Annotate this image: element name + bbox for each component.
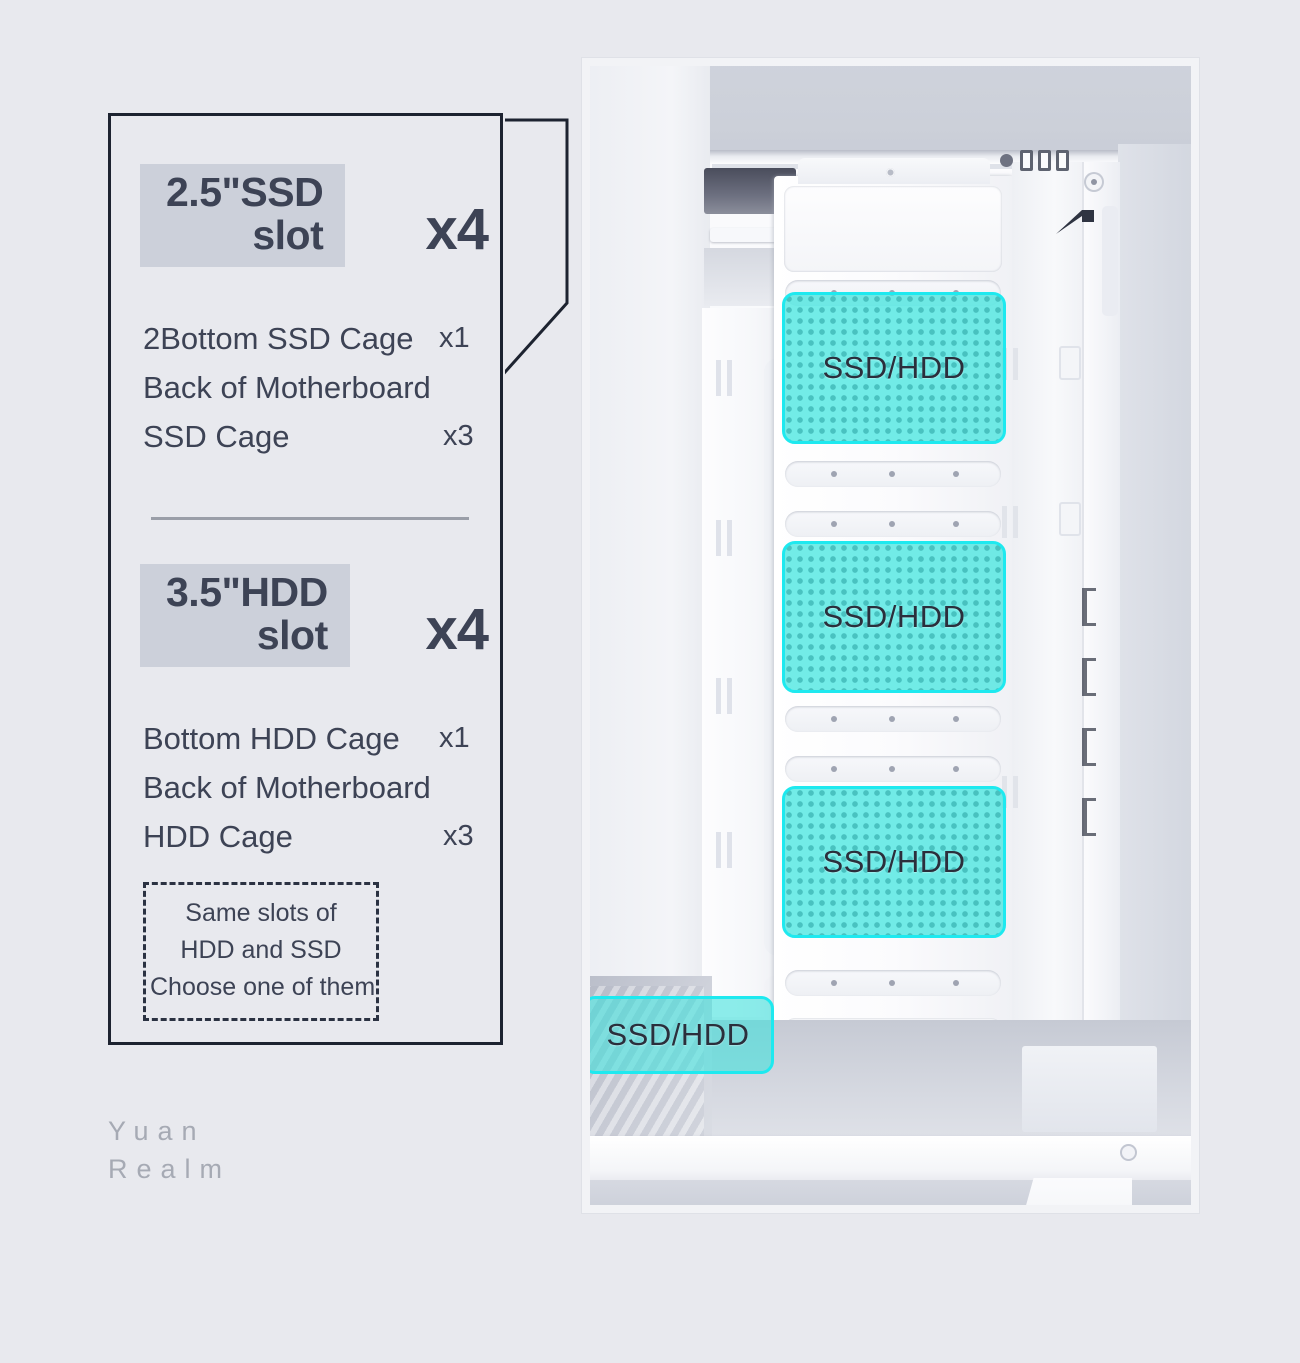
choose-one-note: Same slots of HDD and SSD Choose one of … bbox=[143, 882, 379, 1021]
ssd-hdd-highlight-label: SSD/HDD bbox=[822, 844, 966, 879]
watermark-line1: Yuan bbox=[108, 1116, 206, 1146]
hdd-slot-group: 3.5"HDD slot x4 Bottom HDD Cage x1 Back … bbox=[111, 564, 500, 854]
ssd-detail-list: 2Bottom SSD Cage x1 Back of Motherboard … bbox=[143, 314, 490, 461]
rear-clip bbox=[1059, 502, 1081, 536]
hdd-detail-row: Back of Motherboard bbox=[143, 763, 490, 812]
ssd-badge-line2: slot bbox=[252, 212, 324, 259]
hdd-slot-header: 3.5"HDD slot x4 bbox=[111, 564, 500, 690]
tray-mount-slot bbox=[785, 511, 1001, 537]
ssd-detail-count: x1 bbox=[439, 322, 470, 354]
psu-shroud-plate bbox=[1022, 1046, 1157, 1132]
note-line: Same slots of bbox=[185, 899, 337, 927]
ssd-detail-row: Back of Motherboard bbox=[143, 363, 490, 412]
expansion-bracket-icon bbox=[1082, 728, 1096, 766]
tray-mount-slot bbox=[785, 970, 1001, 996]
ssd-slot-group: 2.5"SSD slot x4 2Bottom SSD Cage x1 Back… bbox=[111, 164, 500, 454]
hdd-detail-label: HDD Cage bbox=[143, 819, 293, 854]
hdd-detail-label: Back of Motherboard bbox=[143, 770, 431, 805]
rear-tab bbox=[1102, 206, 1118, 316]
pc-case-photo: SSD/HDD SSD/HDD SSD/HDD SSD/HDD bbox=[582, 58, 1199, 1213]
tray-mount-slot bbox=[785, 756, 1001, 782]
note-line: Choose one of them bbox=[150, 973, 376, 1001]
ssd-detail-row: SSD Cage x3 bbox=[143, 412, 490, 461]
rear-screw-icon bbox=[1084, 172, 1104, 192]
expansion-bracket-icon bbox=[1082, 798, 1096, 836]
cable-tie-slot-icon bbox=[716, 520, 732, 556]
hdd-slot-badge: 3.5"HDD slot bbox=[140, 564, 350, 668]
ssd-slot-badge: 2.5"SSD slot bbox=[140, 164, 346, 268]
watermark: Yuan Realm bbox=[108, 1112, 231, 1188]
hdd-badge-line2: slot bbox=[256, 612, 328, 659]
ssd-slot-quantity: x4 bbox=[425, 197, 489, 262]
case-floor bbox=[582, 1136, 1199, 1186]
floor-screw-icon bbox=[1120, 1144, 1137, 1161]
ssd-hdd-highlight-2: SSD/HDD bbox=[782, 541, 1006, 693]
tray-mount-slot bbox=[785, 706, 1001, 732]
ssd-hdd-highlight-1: SSD/HDD bbox=[782, 292, 1006, 444]
cable-tie-slot-icon bbox=[716, 360, 732, 396]
tray-upper-panel bbox=[784, 186, 1002, 272]
cable-tie-slot-icon bbox=[716, 678, 732, 714]
hdd-badge-line1: 3.5"HDD bbox=[166, 569, 328, 615]
ssd-slot-header: 2.5"SSD slot x4 bbox=[111, 164, 500, 290]
io-cutout-icon bbox=[1020, 150, 1033, 171]
release-arrow-icon bbox=[1056, 210, 1094, 234]
hdd-slot-quantity: x4 bbox=[425, 597, 489, 662]
ssd-detail-row: 2Bottom SSD Cage x1 bbox=[143, 314, 490, 363]
io-hole-icon bbox=[1000, 154, 1013, 167]
ssd-badge-line1: 2.5"SSD bbox=[166, 169, 324, 215]
case-top-shade bbox=[706, 58, 1199, 156]
front-tab bbox=[710, 228, 788, 242]
note-line: HDD and SSD bbox=[180, 936, 342, 964]
hdd-detail-count: x3 bbox=[443, 820, 474, 852]
ssd-hdd-highlight-3: SSD/HDD bbox=[782, 786, 1006, 938]
tray-screw-icon bbox=[886, 168, 895, 177]
rear-outer-shell bbox=[1118, 144, 1199, 1063]
hdd-detail-row: HDD Cage x3 bbox=[143, 812, 490, 861]
watermark-line2: Realm bbox=[108, 1154, 232, 1184]
section-divider bbox=[151, 517, 469, 520]
ssd-detail-label: 2Bottom SSD Cage bbox=[143, 321, 414, 356]
ssd-detail-label: Back of Motherboard bbox=[143, 370, 431, 405]
ssd-hdd-highlight-bottom: SSD/HDD bbox=[582, 996, 774, 1074]
io-cutout-icon bbox=[1056, 150, 1069, 171]
ssd-hdd-highlight-label: SSD/HDD bbox=[822, 599, 966, 634]
hdd-detail-list: Bottom HDD Cage x1 Back of Motherboard H… bbox=[143, 714, 490, 861]
hdd-detail-count: x1 bbox=[439, 722, 470, 754]
specs-callout-box: 2.5"SSD slot x4 2Bottom SSD Cage x1 Back… bbox=[108, 113, 503, 1045]
expansion-bracket-icon bbox=[1082, 588, 1096, 626]
ssd-hdd-highlight-label: SSD/HDD bbox=[606, 1017, 750, 1052]
rear-vent-slot-icon bbox=[1002, 506, 1018, 538]
hdd-detail-label: Bottom HDD Cage bbox=[143, 721, 400, 756]
ssd-detail-count: x3 bbox=[443, 420, 474, 452]
io-cutout-icon bbox=[1038, 150, 1051, 171]
expansion-bracket-icon bbox=[1082, 658, 1096, 696]
rear-clip bbox=[1059, 346, 1081, 380]
ssd-detail-label: SSD Cage bbox=[143, 419, 290, 454]
ssd-hdd-highlight-label: SSD/HDD bbox=[822, 350, 966, 385]
hdd-detail-row: Bottom HDD Cage x1 bbox=[143, 714, 490, 763]
tray-mount-slot bbox=[785, 461, 1001, 487]
cable-tie-slot-icon bbox=[716, 832, 732, 868]
